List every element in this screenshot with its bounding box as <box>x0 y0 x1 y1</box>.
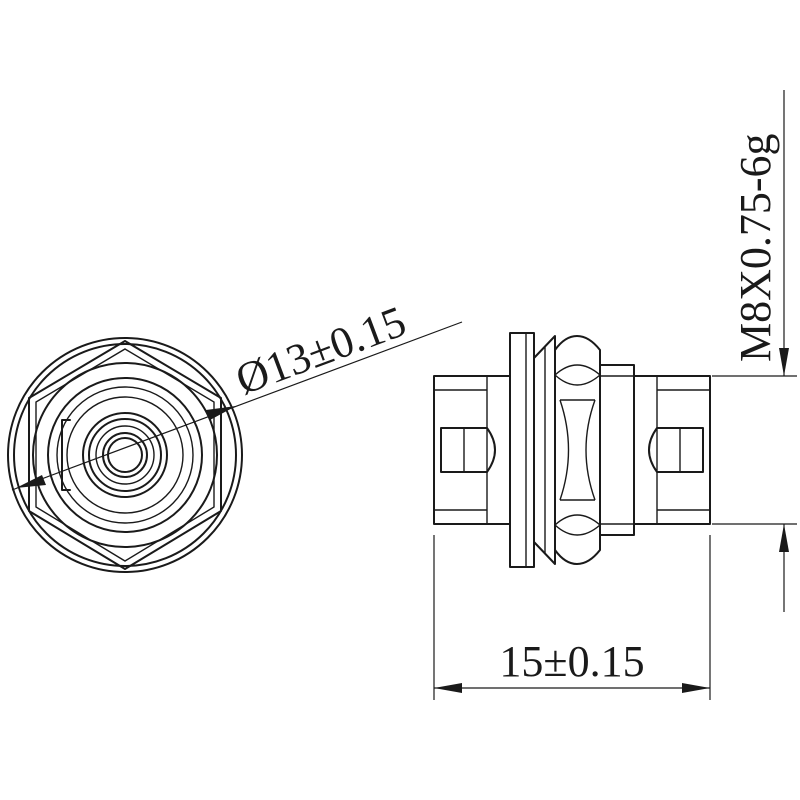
diameter-label: Ø13±0.15 <box>229 297 412 405</box>
hex-nut-face-top <box>554 364 601 386</box>
flange-outer-circle <box>7 337 243 573</box>
ferrule-outer <box>102 432 148 478</box>
thread-shank <box>599 364 635 536</box>
washer-circle <box>32 362 218 548</box>
hex-nut-face-bottom <box>554 514 601 536</box>
thread-label: M8X0.75-6g <box>731 133 780 362</box>
left-body <box>433 375 511 525</box>
hex-nut-chamfer <box>35 348 215 562</box>
flange <box>509 332 535 568</box>
diameter-arrow-left <box>16 475 46 488</box>
bore-mid <box>88 418 162 492</box>
key-flat <box>61 419 71 491</box>
diameter-arrow-right <box>206 406 236 420</box>
length-arrow-left <box>434 683 462 693</box>
ferrule-inner <box>107 437 143 473</box>
front-view: Ø13±0.15 <box>7 297 463 573</box>
diameter-dimension-line <box>11 321 463 491</box>
hex-nut <box>554 335 601 565</box>
right-key-slot <box>648 427 704 473</box>
thread-arrow-bottom <box>779 524 789 552</box>
hex-nut-outline <box>28 340 222 570</box>
hex-nut-face-mid <box>559 399 596 501</box>
length-arrow-right <box>682 683 710 693</box>
side-view: 15±0.15 M8X0.75-6g <box>433 90 797 700</box>
flange-inner-circle <box>13 343 237 567</box>
bore-inner <box>95 425 155 485</box>
length-label: 15±0.15 <box>499 637 644 686</box>
thread-ring-inner <box>66 396 184 514</box>
thread-ring-outer <box>47 377 203 533</box>
thread-ring-mid <box>56 386 194 524</box>
lock-washer <box>533 335 556 565</box>
bore-outer <box>82 412 168 498</box>
left-key-slot <box>440 427 496 473</box>
right-body <box>633 375 711 525</box>
thread-arrow-top <box>779 348 789 376</box>
